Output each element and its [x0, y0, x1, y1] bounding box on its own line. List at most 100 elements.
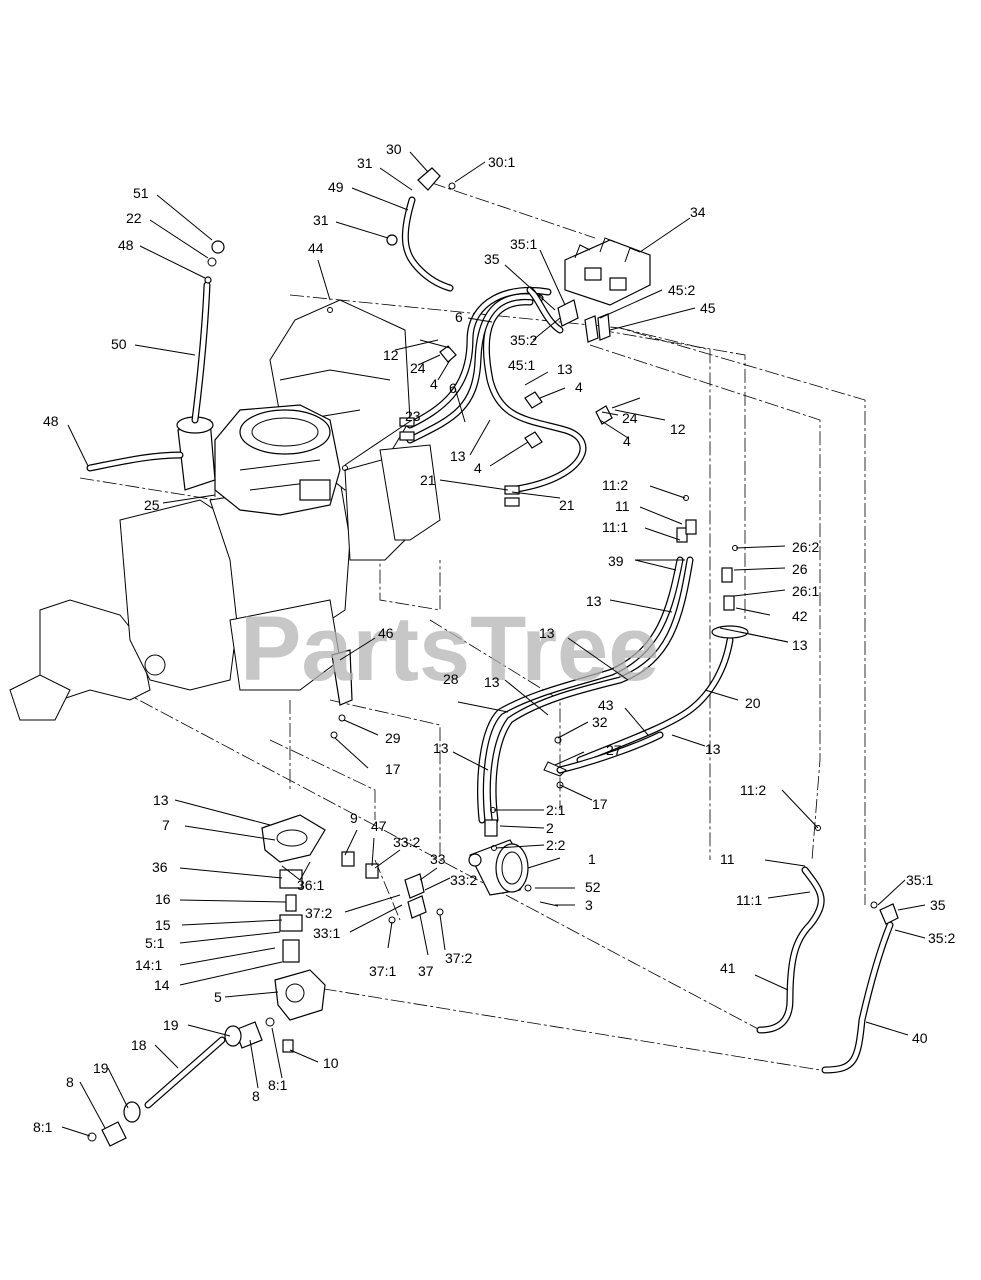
callout-16: 16 [155, 891, 171, 907]
callout-13-right: 13 [792, 637, 808, 653]
callout-30-1: 30:1 [488, 154, 515, 170]
tee-fittings [341, 851, 444, 924]
engine [176, 404, 341, 516]
callout-42: 42 [792, 608, 808, 624]
callout-27: 27 [606, 742, 622, 758]
callout-labels: 30 30:1 31 49 31 51 22 48 44 50 34 35:1 … [33, 141, 955, 1135]
callout-25: 25 [144, 497, 160, 513]
callout-31-top: 31 [357, 155, 373, 171]
callout-11-1-top: 11:1 [602, 519, 628, 535]
callout-31: 31 [313, 212, 329, 228]
steel-tubes [756, 866, 899, 1074]
callout-35-1-top: 35:1 [510, 236, 537, 252]
callout-13-left: 13 [433, 740, 449, 756]
callout-14-1: 14:1 [135, 957, 162, 973]
callout-12-left: 12 [383, 347, 399, 363]
callout-6-top: 6 [455, 309, 463, 325]
callout-15: 15 [155, 917, 171, 933]
callout-13-mid: 13 [450, 448, 466, 464]
callout-19-left: 19 [93, 1060, 109, 1076]
leader-lines [61, 151, 926, 1137]
callout-44: 44 [308, 240, 324, 256]
callout-36-1: 36:1 [297, 877, 324, 893]
callout-35-bottom: 35 [930, 897, 946, 913]
callout-37: 37 [418, 963, 434, 979]
callout-17-right: 17 [592, 796, 608, 812]
top-suction-hose [386, 167, 456, 292]
callout-1: 1 [588, 851, 596, 867]
callout-13-top: 13 [557, 361, 573, 377]
return-hoses [477, 519, 697, 837]
callout-13-lower: 13 [484, 674, 500, 690]
callout-26-1: 26:1 [792, 583, 819, 599]
callout-21-right: 21 [559, 497, 575, 513]
callout-39: 39 [608, 553, 624, 569]
callout-8-left: 8 [66, 1074, 74, 1090]
callout-34: 34 [690, 204, 706, 220]
callout-26: 26 [792, 561, 808, 577]
pump-column [261, 814, 326, 1053]
callout-21-left: 21 [420, 472, 436, 488]
callout-18: 18 [131, 1037, 147, 1053]
callout-11-2-top: 11:2 [602, 477, 628, 493]
callout-7: 7 [162, 817, 170, 833]
callout-10: 10 [323, 1055, 339, 1071]
callout-52: 52 [585, 879, 601, 895]
callout-48-top: 48 [118, 237, 134, 253]
callout-8-1-left: 8:1 [33, 1119, 53, 1135]
callout-5: 5 [214, 989, 222, 1005]
callout-29: 29 [385, 730, 401, 746]
callout-35-1-bottom: 35:1 [906, 872, 933, 888]
callout-11-2-bottom: 11:2 [740, 782, 766, 798]
callout-45-2: 45:2 [668, 282, 695, 298]
callout-2-1: 2:1 [546, 802, 566, 818]
callout-2-2: 2:2 [546, 837, 566, 853]
callout-43: 43 [598, 697, 614, 713]
callout-28: 28 [443, 671, 459, 687]
watermark: PartsTree [240, 598, 659, 700]
callout-5-1: 5:1 [145, 935, 165, 951]
callout-23: 23 [405, 408, 421, 424]
callout-41: 41 [720, 960, 736, 976]
callout-33-2-mid: 33:2 [450, 872, 477, 888]
callout-12-right: 12 [670, 421, 686, 437]
callout-13-upper: 13 [586, 593, 602, 609]
callout-24-right: 24 [622, 410, 638, 426]
callout-48-left: 48 [43, 413, 59, 429]
callout-47: 47 [371, 818, 387, 834]
callout-37-1: 37:1 [369, 963, 396, 979]
filter-assembly [468, 839, 529, 896]
callout-45-1: 45:1 [508, 357, 535, 373]
callout-13-pump: 13 [153, 792, 169, 808]
callout-40: 40 [912, 1030, 928, 1046]
hose-20 [556, 567, 749, 774]
callout-33-2-top: 33:2 [393, 834, 420, 850]
callout-20: 20 [745, 695, 761, 711]
callout-49: 49 [328, 179, 344, 195]
callout-35-2-top: 35:2 [510, 332, 537, 348]
callout-51: 51 [133, 185, 149, 201]
callout-11-top: 11 [615, 498, 630, 514]
callout-4-right: 4 [623, 433, 631, 449]
callout-33-1: 33:1 [313, 925, 340, 941]
small-parts [327, 307, 821, 907]
callout-9: 9 [350, 810, 358, 826]
callout-14: 14 [154, 977, 170, 993]
control-valve [557, 237, 651, 343]
callout-50: 50 [111, 336, 127, 352]
callout-24-left: 24 [410, 360, 426, 376]
callout-26-2: 26:2 [792, 539, 819, 555]
callout-2: 2 [546, 820, 554, 836]
callout-37-2-bottom: 37:2 [445, 950, 472, 966]
callout-35-2-bottom: 35:2 [928, 930, 955, 946]
callout-8-1-right: 8:1 [268, 1077, 288, 1093]
callout-22: 22 [126, 210, 142, 226]
callout-35-top: 35 [484, 251, 500, 267]
callout-11-1-bottom: 11:1 [736, 892, 762, 908]
callout-4-mid: 4 [474, 460, 482, 476]
callout-32: 32 [592, 714, 608, 730]
callout-17-left: 17 [385, 761, 401, 777]
callout-19-right: 19 [163, 1017, 179, 1033]
callout-46: 46 [378, 625, 394, 641]
